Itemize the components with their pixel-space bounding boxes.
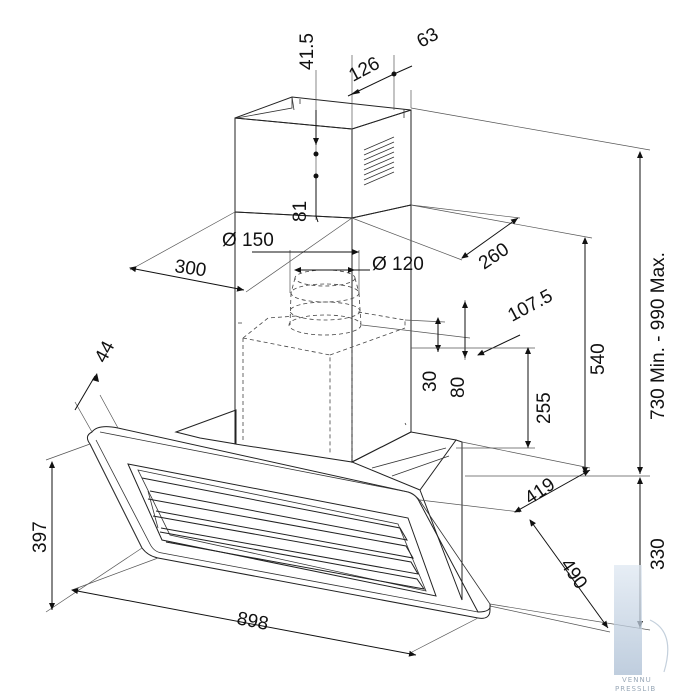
motor-housing-hidden [238,311,406,459]
dim-80: 80 [448,377,469,398]
dimension-labels: 41.5 126 63 81 Ø 150 300 Ø 120 260 107.5… [30,24,669,635]
dim-540: 540 [588,343,609,375]
dim-330: 330 [648,538,669,570]
dim-490: 490 [556,555,591,593]
chimney-vent-grille [363,136,395,186]
dim-41-5: 41.5 [297,33,318,70]
wall-back-plate [174,409,463,601]
dim-63: 63 [413,24,442,52]
dim-300: 300 [173,256,207,281]
dim-81: 81 [290,201,311,222]
dim-419: 419 [521,474,559,509]
dim-diameter-150: Ø 150 [222,230,274,251]
hood-illustration [86,96,491,619]
dim-730-990: 730 Min. - 990 Max. [648,252,669,420]
filter-grilles [127,463,437,597]
dim-30: 30 [420,371,441,392]
upper-chimney [234,96,412,219]
dim-397: 397 [30,521,51,553]
dim-255: 255 [534,392,555,424]
watermark-line2: PRESSLIB [615,685,656,693]
glass-canopy-panel [86,426,491,619]
dim-898: 898 [235,608,270,635]
dim-44: 44 [91,337,120,366]
dimension-lines [45,55,651,657]
watermark-line1: VENNU [622,676,652,684]
dim-107-5: 107.5 [504,286,556,327]
watermark-logo: VENNU PRESSLIB [614,565,669,693]
dim-diameter-120: Ø 120 [372,254,424,275]
air-outlet-collar [288,269,362,336]
